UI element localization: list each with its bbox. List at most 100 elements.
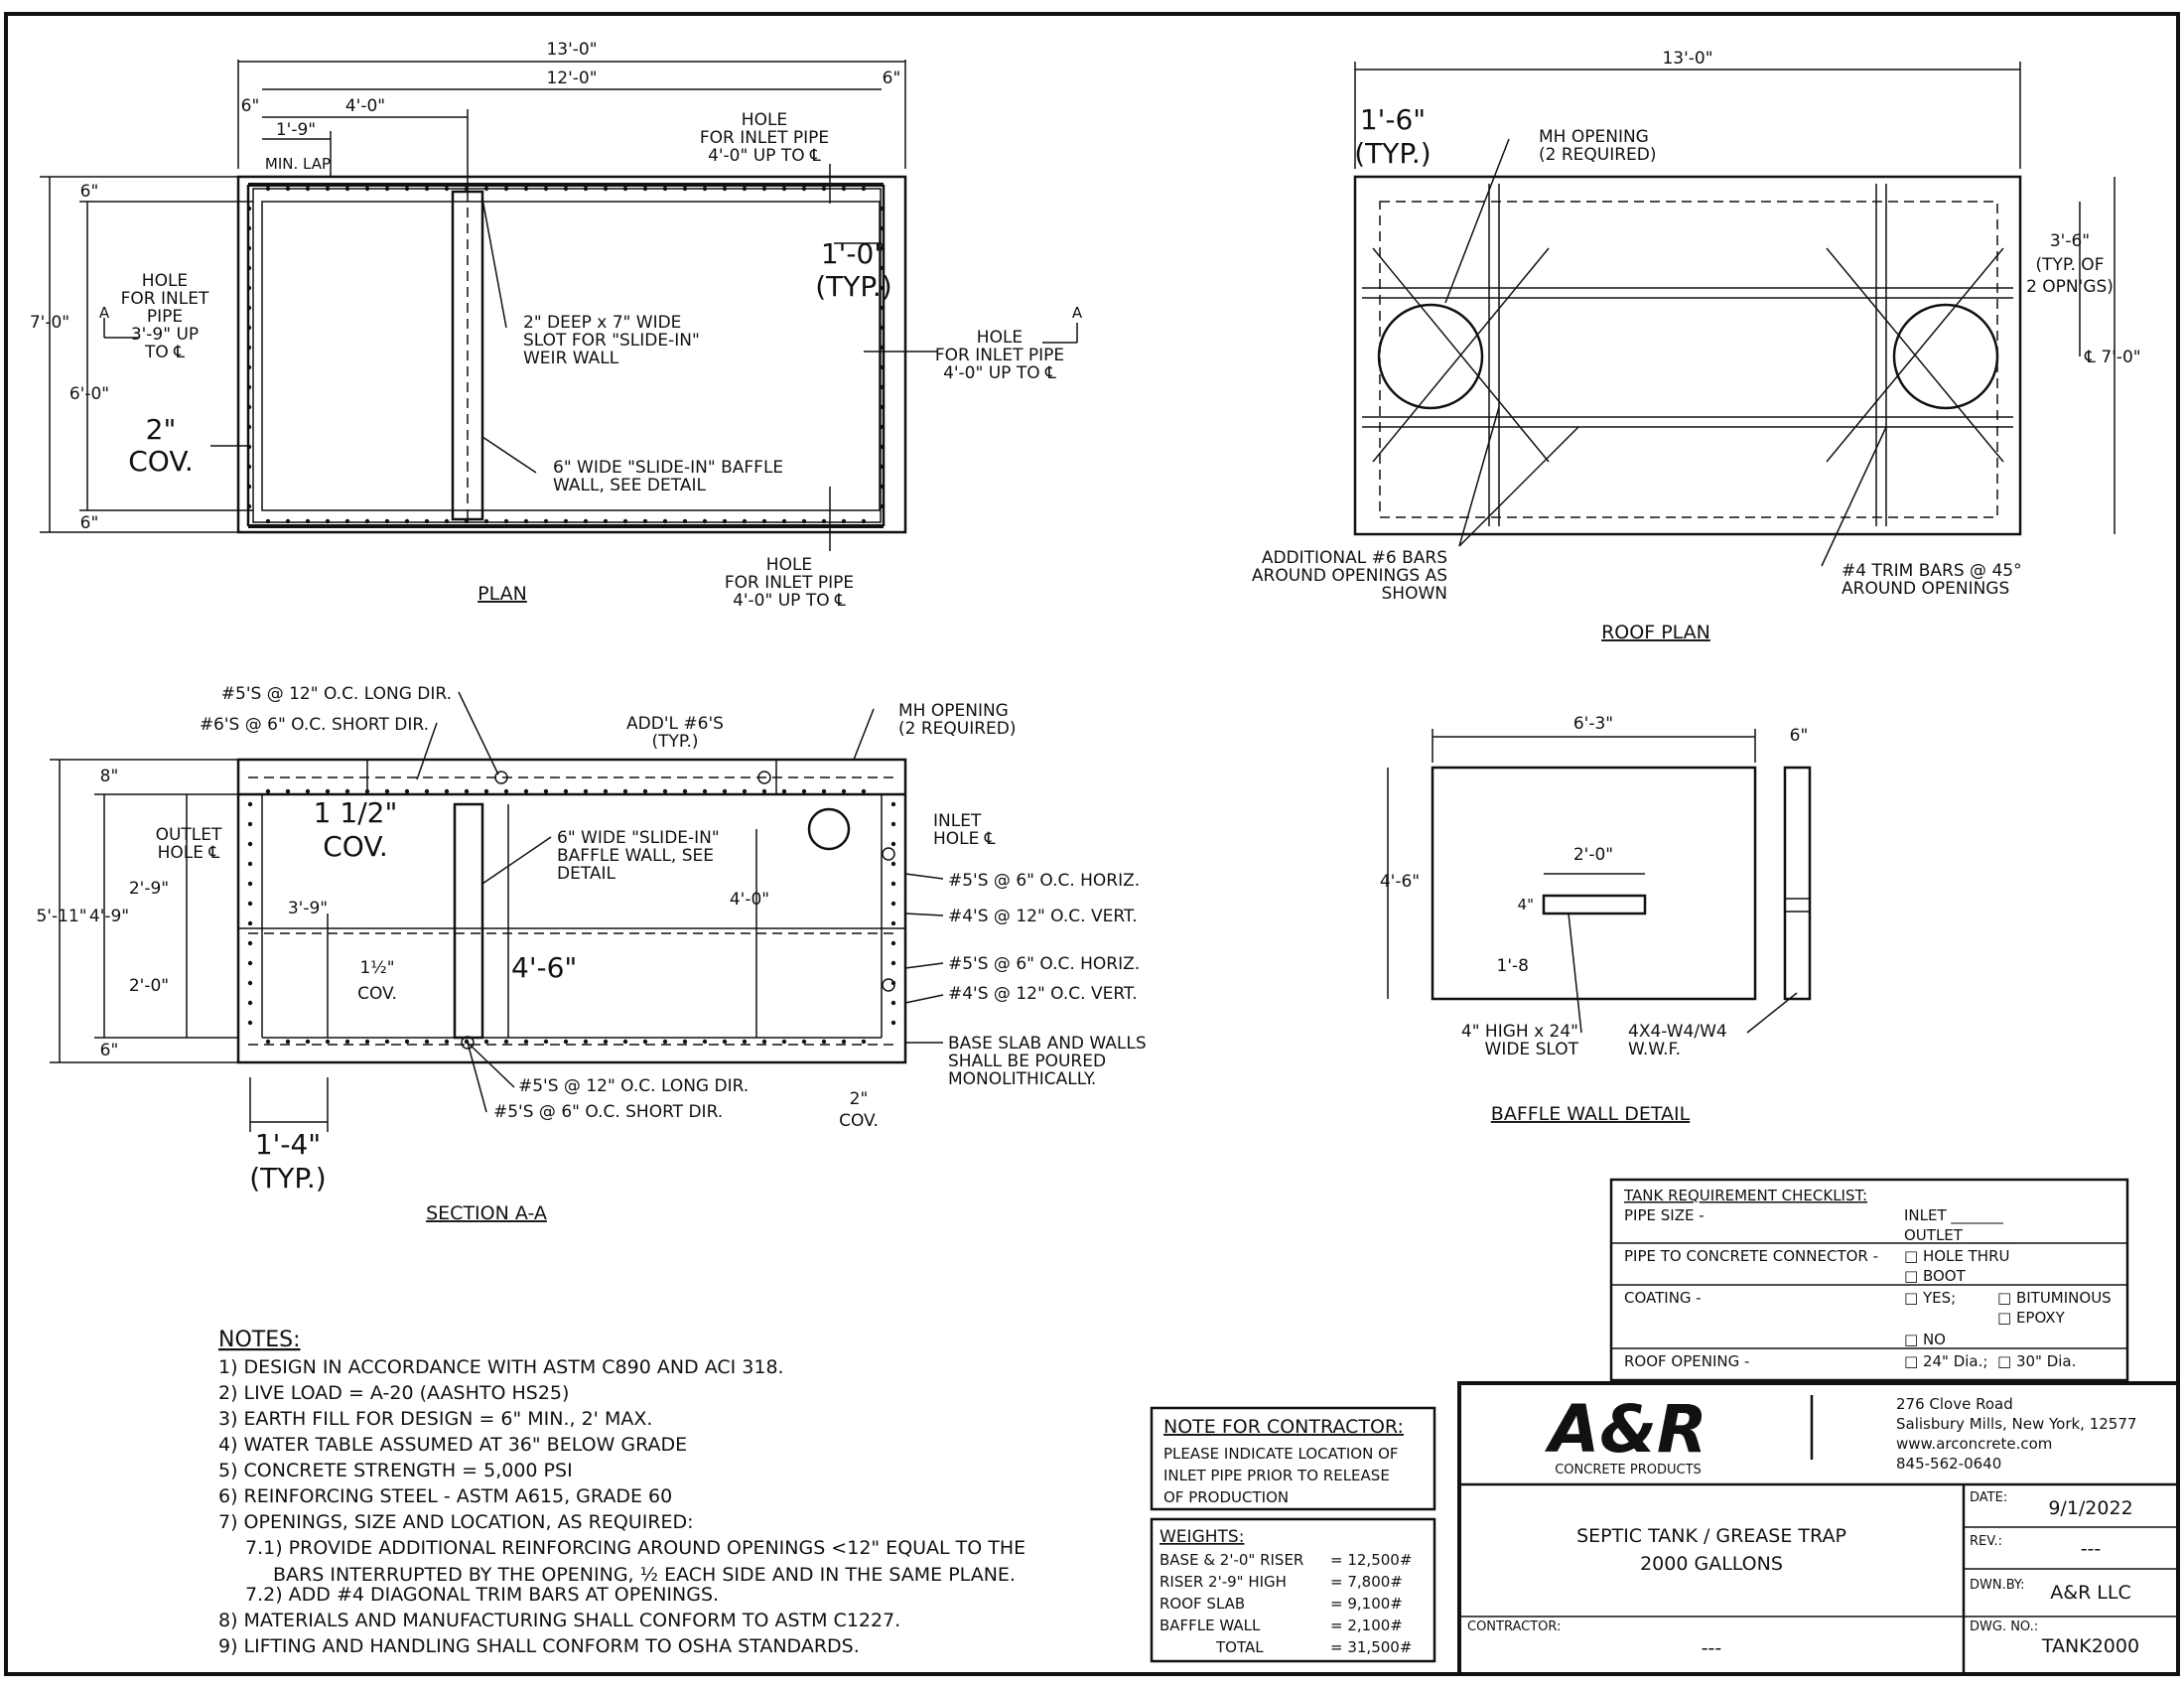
- section-cov-top-2: COV.: [323, 830, 388, 863]
- roof-bars-note-2: AROUND OPENINGS AS: [1252, 566, 1447, 586]
- plan-baffle-note-2: WALL, SEE DETAIL: [553, 476, 706, 495]
- rebar-dot: [662, 1039, 668, 1045]
- address-line-1: 276 Clove Road: [1896, 1395, 2013, 1413]
- rebar-dot: [305, 186, 311, 192]
- plan-hole-left-1: HOLE: [142, 271, 188, 291]
- section-typ-bottom-2: (TYP.): [249, 1162, 326, 1195]
- section-bottom-short: #5'S @ 6" O.C. SHORT DIR.: [493, 1102, 723, 1122]
- plan-dim-bottom-wall: 6": [80, 513, 99, 533]
- rebar-dot: [305, 518, 311, 524]
- roof-mh-note-1: MH OPENING: [1539, 127, 1649, 147]
- plan-dim-7ft: 7'-0": [30, 313, 69, 333]
- rebar-dot: [424, 788, 430, 794]
- title-block: [1457, 1381, 2180, 1676]
- rebar-dot: [890, 960, 896, 966]
- weights-row-2-label: RISER 2'-9" HIGH: [1160, 1573, 1287, 1591]
- section-dim-3ft9: 3'-9": [288, 899, 328, 918]
- rebar-dot: [642, 186, 648, 192]
- note-line-2: 2) LIVE LOAD = A-20 (AASHTO HS25): [218, 1382, 569, 1404]
- checklist-epoxy[interactable]: □ EPOXY: [1997, 1309, 2066, 1327]
- rebar-dot: [890, 920, 896, 926]
- checklist-dia-30[interactable]: □ 30" Dia.: [1997, 1352, 2076, 1370]
- plan-hole-top-1: HOLE: [742, 110, 787, 130]
- rebar-dot: [503, 1039, 509, 1045]
- checklist-dia-24[interactable]: □ 24" Dia.;: [1904, 1352, 1987, 1370]
- plan-dim-inner: 12'-0": [546, 69, 597, 88]
- section-base-note-2: SHALL BE POURED: [948, 1052, 1106, 1071]
- note-line-1: 1) DESIGN IN ACCORDANCE WITH ASTM C890 A…: [218, 1356, 784, 1378]
- rebar-dot: [761, 1039, 767, 1045]
- rebar-dot: [247, 1020, 253, 1026]
- weights-row-1-value: = 12,500#: [1330, 1551, 1412, 1569]
- rebar-dot: [801, 788, 807, 794]
- note-line-4: 4) WATER TABLE ASSUMED AT 36" BELOW GRAD…: [218, 1434, 687, 1456]
- note-line-8: 7.1) PROVIDE ADDITIONAL REINFORCING AROU…: [245, 1537, 1025, 1559]
- project-line-2: 2000 GALLONS: [1640, 1553, 1783, 1575]
- section-dim-2ft9: 2'-9": [129, 879, 169, 899]
- rebar-dot: [890, 901, 896, 907]
- plan-hole-left-2: FOR INLET: [121, 289, 209, 309]
- plan-slot-note-3: WEIR WALL: [523, 349, 619, 368]
- rebar-dot: [247, 821, 253, 827]
- section-dim-6: 6": [100, 1041, 119, 1060]
- rebar-dot: [483, 788, 489, 794]
- plan-cov-1: 2": [146, 413, 177, 446]
- company-logo-subtitle: CONCRETE PRODUCTS: [1555, 1463, 1702, 1477]
- section-outlet-1: OUTLET: [156, 825, 222, 845]
- rebar-dot: [503, 518, 509, 524]
- plan-typ-1: 1'-0": [821, 237, 887, 270]
- section-title: SECTION A-A: [426, 1202, 547, 1224]
- rebar-dot: [761, 518, 767, 524]
- weights-row-5-label: TOTAL: [1215, 1638, 1264, 1656]
- dwg-value: TANK2000: [2041, 1635, 2139, 1657]
- plan-section-mark-left: A: [99, 304, 110, 322]
- plan-dim-overall: 13'-0": [546, 40, 597, 60]
- rebar-dot: [246, 285, 252, 291]
- baffle-slot-note-1: 4" HIGH x 24": [1461, 1022, 1578, 1042]
- roof-dim-7ft: ℄ 7'-0": [2084, 348, 2141, 367]
- rebar-dot: [247, 861, 253, 867]
- section-base-note-3: MONOLITHICALLY.: [948, 1069, 1096, 1089]
- rebar-dot: [246, 245, 252, 251]
- weights-box: [1150, 1517, 1436, 1663]
- plan-hole-right-2: FOR INLET PIPE: [935, 346, 1064, 365]
- rebar-dot: [265, 1039, 271, 1045]
- address-line-2: Salisbury Mills, New York, 12577: [1896, 1415, 2136, 1433]
- section-baffle-note-3: DETAIL: [557, 864, 616, 884]
- checklist-no[interactable]: □ NO: [1904, 1331, 1946, 1348]
- checklist-bituminous[interactable]: □ BITUMINOUS: [1997, 1289, 2112, 1307]
- rebar-dot: [364, 1039, 370, 1045]
- rebar-dot: [543, 1039, 549, 1045]
- section-cov-bottom-2: COV.: [839, 1111, 879, 1131]
- rebar-dot: [424, 186, 430, 192]
- rebar-dot: [841, 186, 847, 192]
- rebar-dot: [305, 788, 311, 794]
- roof-trim-note-1: #4 TRIM BARS @ 45°: [1842, 561, 2022, 581]
- rebar-dot: [325, 788, 331, 794]
- rebar-dot: [246, 364, 252, 370]
- rebar-dot: [880, 305, 886, 311]
- weights-row-2-value: = 7,800#: [1330, 1573, 1403, 1591]
- note-line-7: 7) OPENINGS, SIZE AND LOCATION, AS REQUI…: [218, 1511, 694, 1533]
- weights-heading: WEIGHTS:: [1160, 1527, 1244, 1547]
- rebar-dot: [603, 518, 609, 524]
- address-line-4: 845-562-0640: [1896, 1455, 2001, 1473]
- note-line-3: 3) EARTH FILL FOR DESIGN = 6" MIN., 2' M…: [218, 1408, 652, 1430]
- rebar-dot: [503, 186, 509, 192]
- rebar-dot: [742, 788, 748, 794]
- checklist-hole-thru[interactable]: □ HOLE THRU: [1904, 1247, 2009, 1265]
- plan-slot-note-1: 2" DEEP x 7" WIDE: [523, 313, 681, 333]
- notes-heading: NOTES:: [218, 1328, 301, 1352]
- plan-dim-top-wall: 6": [80, 182, 99, 202]
- contractor-value: ---: [1702, 1637, 1722, 1659]
- rebar-dot: [247, 1000, 253, 1006]
- plan-cov-2: COV.: [128, 445, 194, 478]
- note-line-5: 5) CONCRETE STRENGTH = 5,000 PSI: [218, 1460, 573, 1481]
- checklist-boot[interactable]: □ BOOT: [1904, 1267, 1967, 1285]
- section-inlet-2: HOLE ℄: [933, 829, 996, 849]
- rebar-dot: [246, 206, 252, 211]
- checklist-yes[interactable]: □ YES;: [1904, 1289, 1956, 1307]
- rebar-dot: [662, 518, 668, 524]
- rebar-dot: [890, 1000, 896, 1006]
- roof-plan-title: ROOF PLAN: [1601, 622, 1710, 643]
